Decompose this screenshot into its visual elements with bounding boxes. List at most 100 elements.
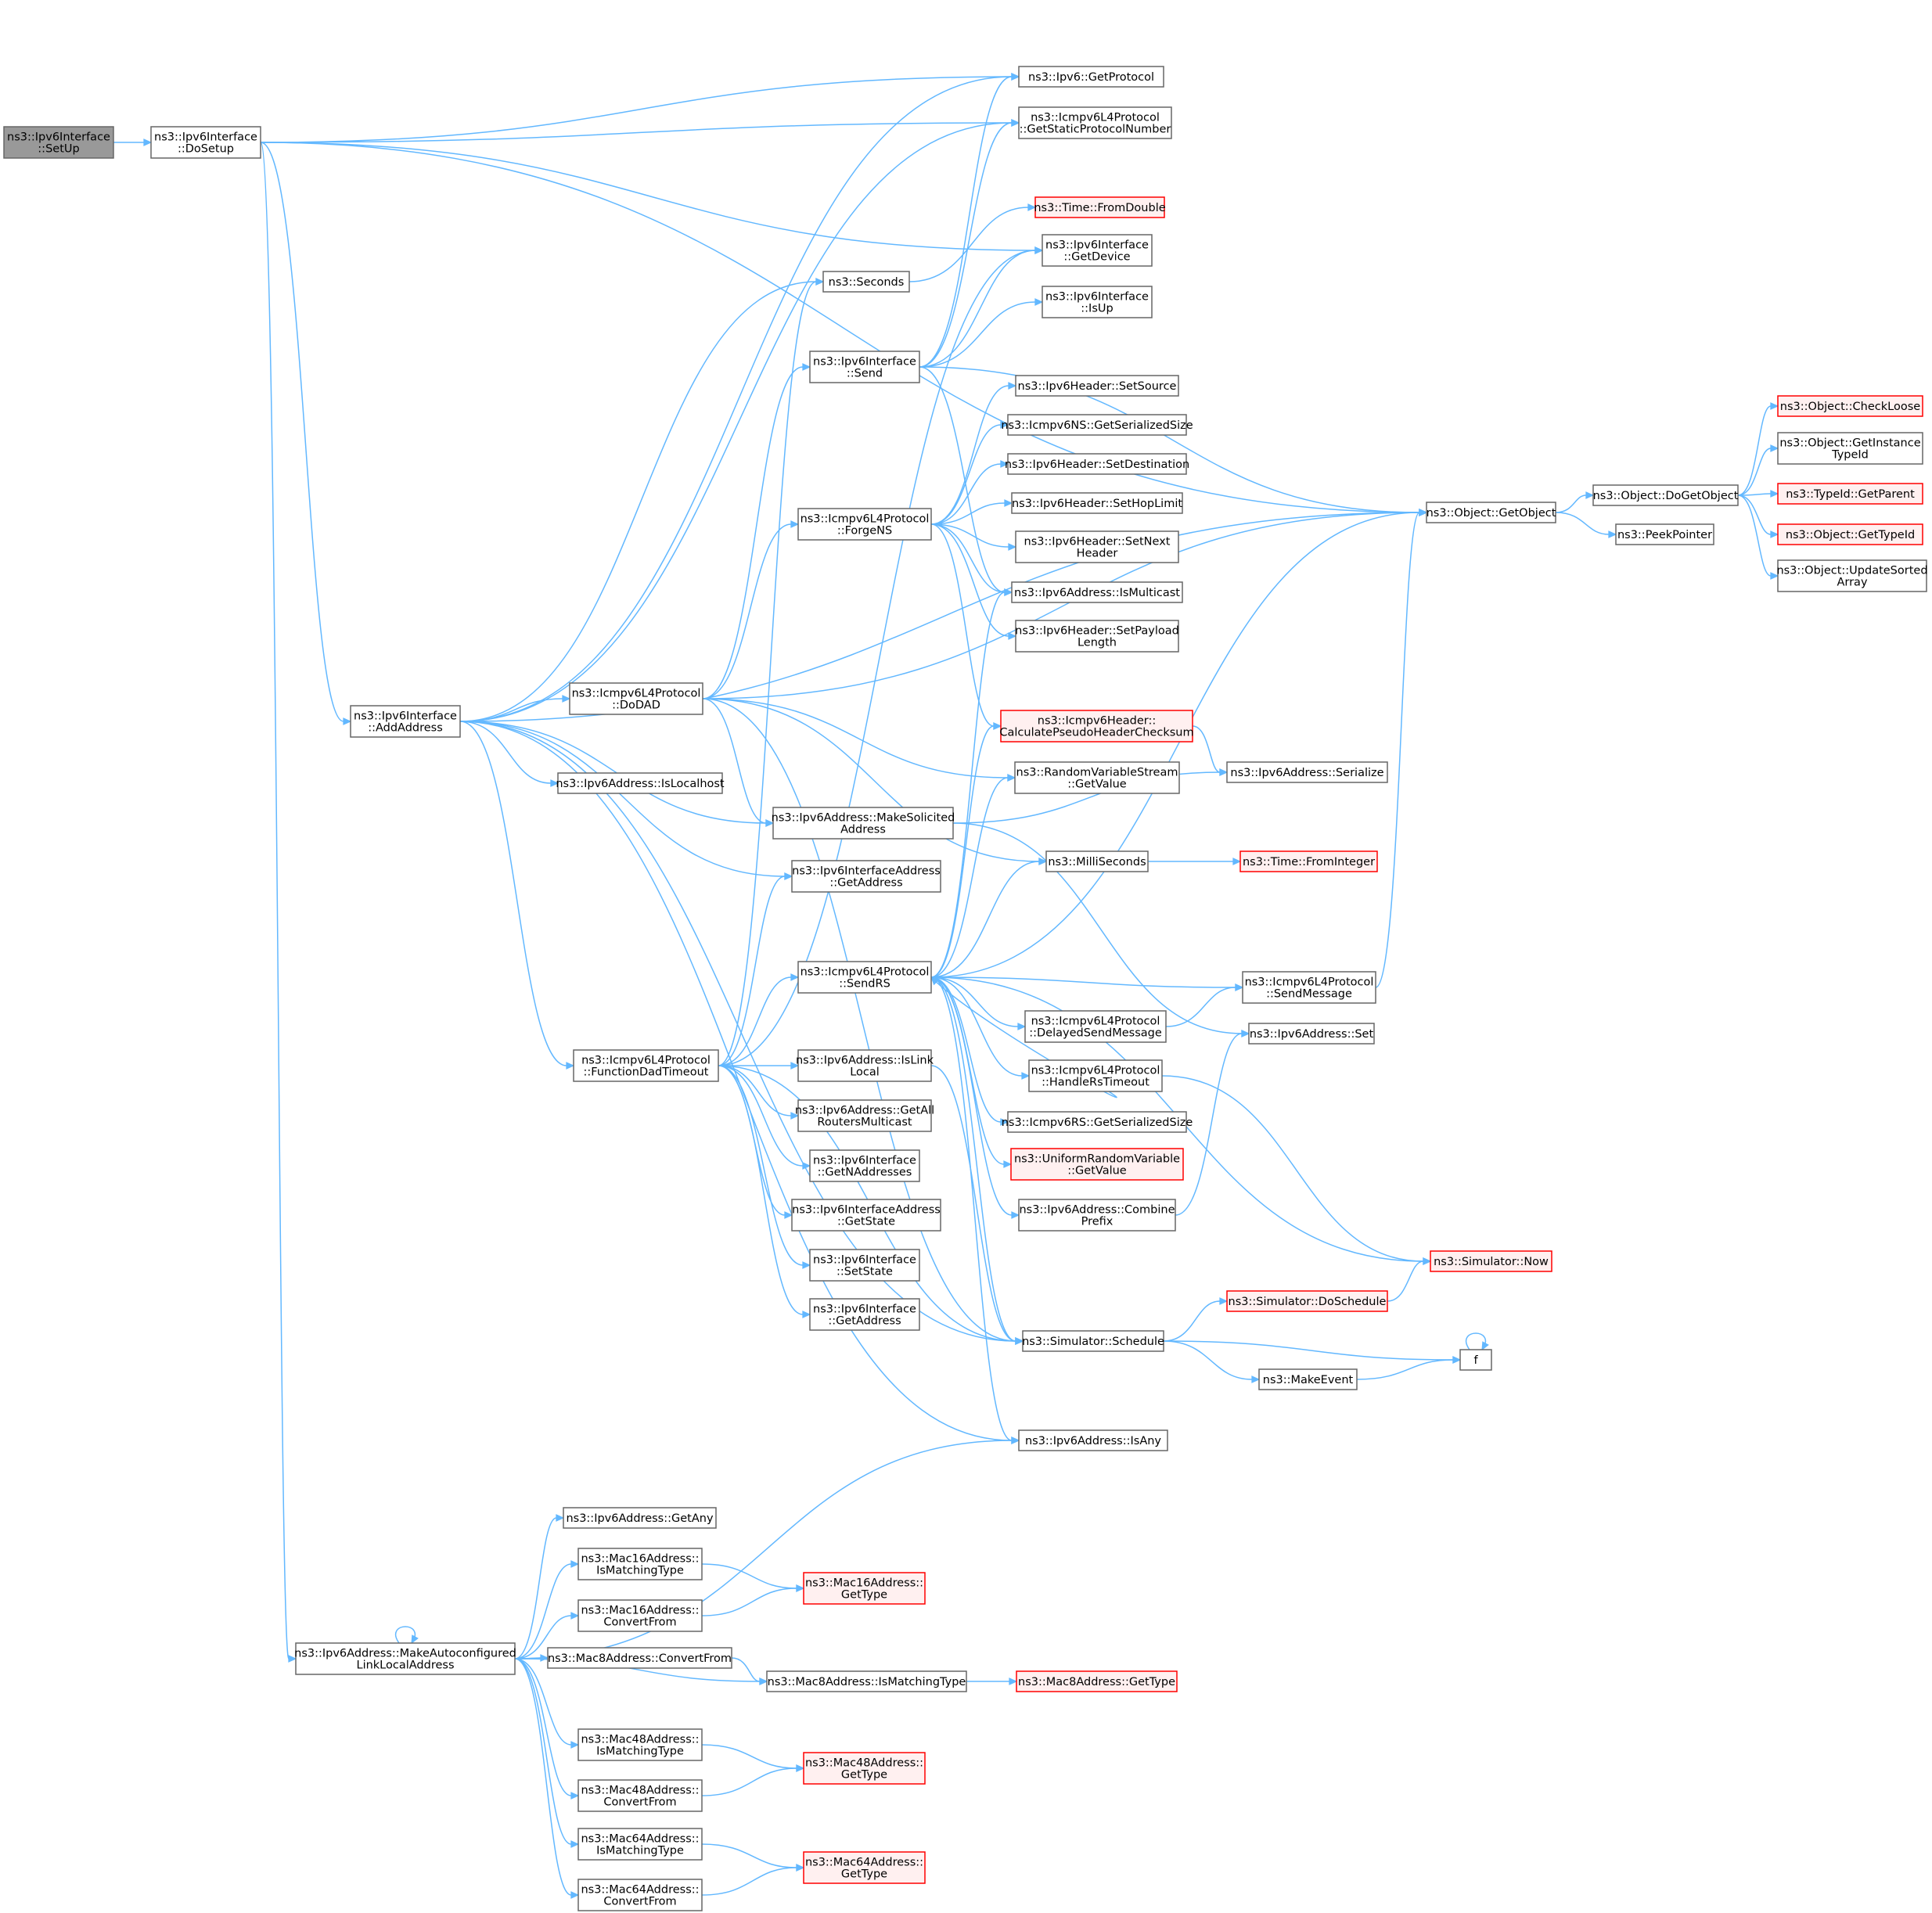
graph-node-dogetobject[interactable]: ns3::Object::DoGetObject [1592,484,1739,506]
node-box [1777,432,1923,465]
node-label: ns3::Ipv6Header::SetHopLimit [1012,498,1182,510]
node-box [577,1879,703,1911]
node-label: IsMatchingType [596,1746,684,1758]
node-box [1592,484,1739,506]
graph-node-sendrs[interactable]: ns3::Icmpv6L4Protocol::SendRS [797,961,932,994]
graph-node-getparent[interactable]: ns3::TypeId::GetParent [1777,483,1923,505]
graph-node-mac8convert[interactable]: ns3::Mac8Address::ConvertFrom [547,1647,732,1669]
edge-dosetup-to-getprotocol [260,76,1013,143]
node-box [1011,581,1183,603]
graph-node-mac48gettype[interactable]: ns3::Mac48Address::GetType [803,1752,926,1785]
graph-node-getobject[interactable]: ns3::Object::GetObject [1426,502,1556,523]
graph-node-rsserialized[interactable]: ns3::Icmpv6RS::GetSerializedSize [1002,1111,1193,1133]
graph-node-getany[interactable]: ns3::Ipv6Address::GetAny [563,1507,717,1529]
graph-node-mac16convert[interactable]: ns3::Mac16Address::ConvertFrom [577,1599,703,1632]
node-label: ns3::Mac8Address::ConvertFrom [548,1652,732,1665]
node-label: ::GetValue [1067,779,1127,791]
edge-seconds-to-fromdouble [908,207,1029,282]
edge-arrowhead [1034,298,1044,306]
graph-node-dodad[interactable]: ns3::Icmpv6L4Protocol::DoDAD [569,682,703,715]
graph-node-mac64gettype[interactable]: ns3::Mac64Address::GetType [803,1851,926,1884]
node-label: ns3::Object::GetObject [1427,507,1556,520]
graph-node-ifgetaddress[interactable]: ns3::Ipv6Interface::GetAddress [809,1298,920,1331]
graph-node-getstaticproto[interactable]: ns3::Icmpv6L4Protocol::GetStaticProtocol… [1018,106,1172,139]
graph-node-getprotocol[interactable]: ns3::Ipv6::GetProtocol [1018,66,1164,88]
graph-node-sendmessage[interactable]: ns3::Icmpv6L4Protocol::SendMessage [1242,971,1376,1004]
edge-makeautolinklocal-to-mac48convert [514,1658,572,1796]
graph-node-isup[interactable]: ns3::Ipv6Interface::IsUp [1042,286,1153,318]
node-label: ns3::Mac16Address:: [581,1553,699,1566]
node-box [569,682,703,715]
graph-node-mac16gettype[interactable]: ns3::Mac16Address::GetType [803,1572,926,1605]
graph-node-delayedsend[interactable]: ns3::Icmpv6L4Protocol::DelayedSendMessag… [1024,1010,1167,1043]
graph-node-mac64convert[interactable]: ns3::Mac64Address::ConvertFrom [577,1879,703,1911]
graph-node-addaddress[interactable]: ns3::Ipv6Interface::AddAddress [350,705,461,738]
node-label: ns3::Icmpv6L4Protocol [801,966,930,979]
node-box [1018,66,1164,88]
graph-node-handlers[interactable]: ns3::Icmpv6L4Protocol::HandleRsTimeout [1028,1059,1163,1092]
graph-node-dosetup[interactable]: ns3::Ipv6Interface::DoSetup [150,126,261,159]
edge-makeautolinklocal-to-mac64match [514,1658,572,1845]
graph-node-serialize[interactable]: ns3::Ipv6Address::Serialize [1226,761,1388,783]
graph-node-sethop[interactable]: ns3::Ipv6Header::SetHopLimit [1011,492,1183,514]
graph-node-mac48match[interactable]: ns3::Mac48Address::IsMatchingType [577,1728,703,1761]
graph-node-isany[interactable]: ns3::Ipv6Address::IsAny [1018,1429,1168,1451]
graph-node-ifaddrgetaddress[interactable]: ns3::Ipv6InterfaceAddress::GetAddress [791,860,941,893]
node-label: ::DoDAD [612,699,660,712]
edge-arrowhead [1251,1375,1261,1383]
graph-node-getstate[interactable]: ns3::Ipv6InterfaceAddress::GetState [791,1199,941,1232]
graph-node-seconds[interactable]: ns3::Seconds [822,271,910,293]
graph-node-urvgetvalue[interactable]: ns3::UniformRandomVariable::GetValue [1010,1148,1184,1181]
graph-node-mac48convert[interactable]: ns3::Mac48Address::ConvertFrom [577,1779,703,1812]
graph-node-mac8match[interactable]: ns3::Mac8Address::IsMatchingType [766,1670,967,1692]
graph-node-objgettypeid[interactable]: ns3::Object::GetTypeId [1777,523,1923,545]
graph-node-rvsgetvalue[interactable]: ns3::RandomVariableStream::GetValue [1014,761,1180,794]
graph-node-islocalhost[interactable]: ns3::Ipv6Address::IsLocalhost [556,772,725,794]
edge-mac16match-to-mac16gettype [701,1563,797,1589]
node-label: ns3::Ipv6Interface [1045,239,1149,252]
graph-node-checkloose[interactable]: ns3::Object::CheckLoose [1777,395,1923,417]
graph-node-send[interactable]: ns3::Ipv6Interface::Send [809,351,920,383]
graph-node-simnow[interactable]: ns3::Simulator::Now [1430,1250,1552,1272]
graph-node-nsserialized[interactable]: ns3::Icmpv6NS::GetSerializedSize [1001,414,1193,436]
graph-node-fromdouble[interactable]: ns3::Time::FromDouble [1034,196,1166,218]
node-label: ns3::Ipv6Address::IsLink [796,1055,934,1067]
graph-node-schedule[interactable]: ns3::Simulator::Schedule [1022,1330,1164,1352]
graph-node-milliseconds[interactable]: ns3::MilliSeconds [1045,850,1149,872]
graph-node-f[interactable]: f [1459,1349,1492,1371]
graph-node-setstate[interactable]: ns3::Ipv6Interface::SetState [809,1249,920,1282]
graph-node-setup[interactable]: ns3::Ipv6Interface::SetUp [3,126,114,159]
graph-node-getnaddr[interactable]: ns3::Ipv6Interface::GetNAddresses [809,1149,920,1182]
graph-node-makeevent[interactable]: ns3::MakeEvent [1258,1368,1358,1390]
graph-node-frominteger[interactable]: ns3::Time::FromInteger [1239,850,1378,872]
graph-node-mac8gettype[interactable]: ns3::Mac8Address::GetType [1016,1670,1178,1692]
graph-node-getdevice[interactable]: ns3::Ipv6Interface::GetDevice [1042,234,1153,267]
graph-node-checksum[interactable]: ns3::Icmpv6Header::CalculatePseudoHeader… [999,710,1194,743]
node-box [577,1728,703,1761]
graph-node-addrset[interactable]: ns3::Ipv6Address::Set [1248,1023,1375,1045]
node-box [557,772,723,794]
graph-node-peekpointer[interactable]: ns3::PeekPointer [1615,523,1714,545]
node-box [1014,761,1180,794]
graph-node-funcdad[interactable]: ns3::Icmpv6L4Protocol::FunctionDadTimeou… [573,1049,719,1082]
graph-node-mac16match[interactable]: ns3::Mac16Address::IsMatchingType [577,1548,703,1580]
node-label: ::GetState [837,1216,895,1228]
node-label: ns3::Ipv6Interface [813,1155,916,1167]
graph-node-forgens[interactable]: ns3::Icmpv6L4Protocol::ForgeNS [797,508,932,541]
graph-node-setsource[interactable]: ns3::Ipv6Header::SetSource [1015,375,1179,397]
graph-node-setdest[interactable]: ns3::Ipv6Header::SetDestination [1005,453,1189,475]
graph-node-ismulticast[interactable]: ns3::Ipv6Address::IsMulticast [1011,581,1183,603]
graph-node-makeautolinklocal[interactable]: ns3::Ipv6Address::MakeAutoconfiguredLink… [294,1642,516,1675]
graph-node-doschedule[interactable]: ns3::Simulator::DoSchedule [1226,1290,1388,1312]
node-label: ns3::Icmpv6RS::GetSerializedSize [1002,1117,1193,1129]
graph-node-mac64match[interactable]: ns3::Mac64Address::IsMatchingType [577,1828,703,1861]
node-box [1248,1023,1375,1045]
